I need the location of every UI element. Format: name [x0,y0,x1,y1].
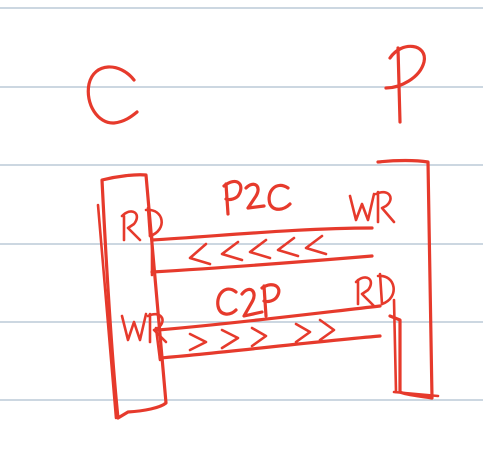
notebook-rule-lines [0,7,483,401]
top-pipe-label [222,180,292,216]
right-party-text: P [405,79,406,81]
bottom-pipe-label [216,283,281,318]
top-pipe-left-end-label [120,206,163,242]
top-pipe-right-end-label [348,190,396,224]
left-party-label: C [86,65,139,125]
top-pipe [150,226,374,277]
left-party-text: C [110,99,111,101]
bottom-pipe-right-end-label [354,272,395,308]
bottom-pipe [154,304,382,362]
right-process-box [376,158,440,400]
right-party-label: P [384,44,426,124]
left-process-box [96,173,168,420]
bottom-pipe-left-end-label [120,312,168,344]
